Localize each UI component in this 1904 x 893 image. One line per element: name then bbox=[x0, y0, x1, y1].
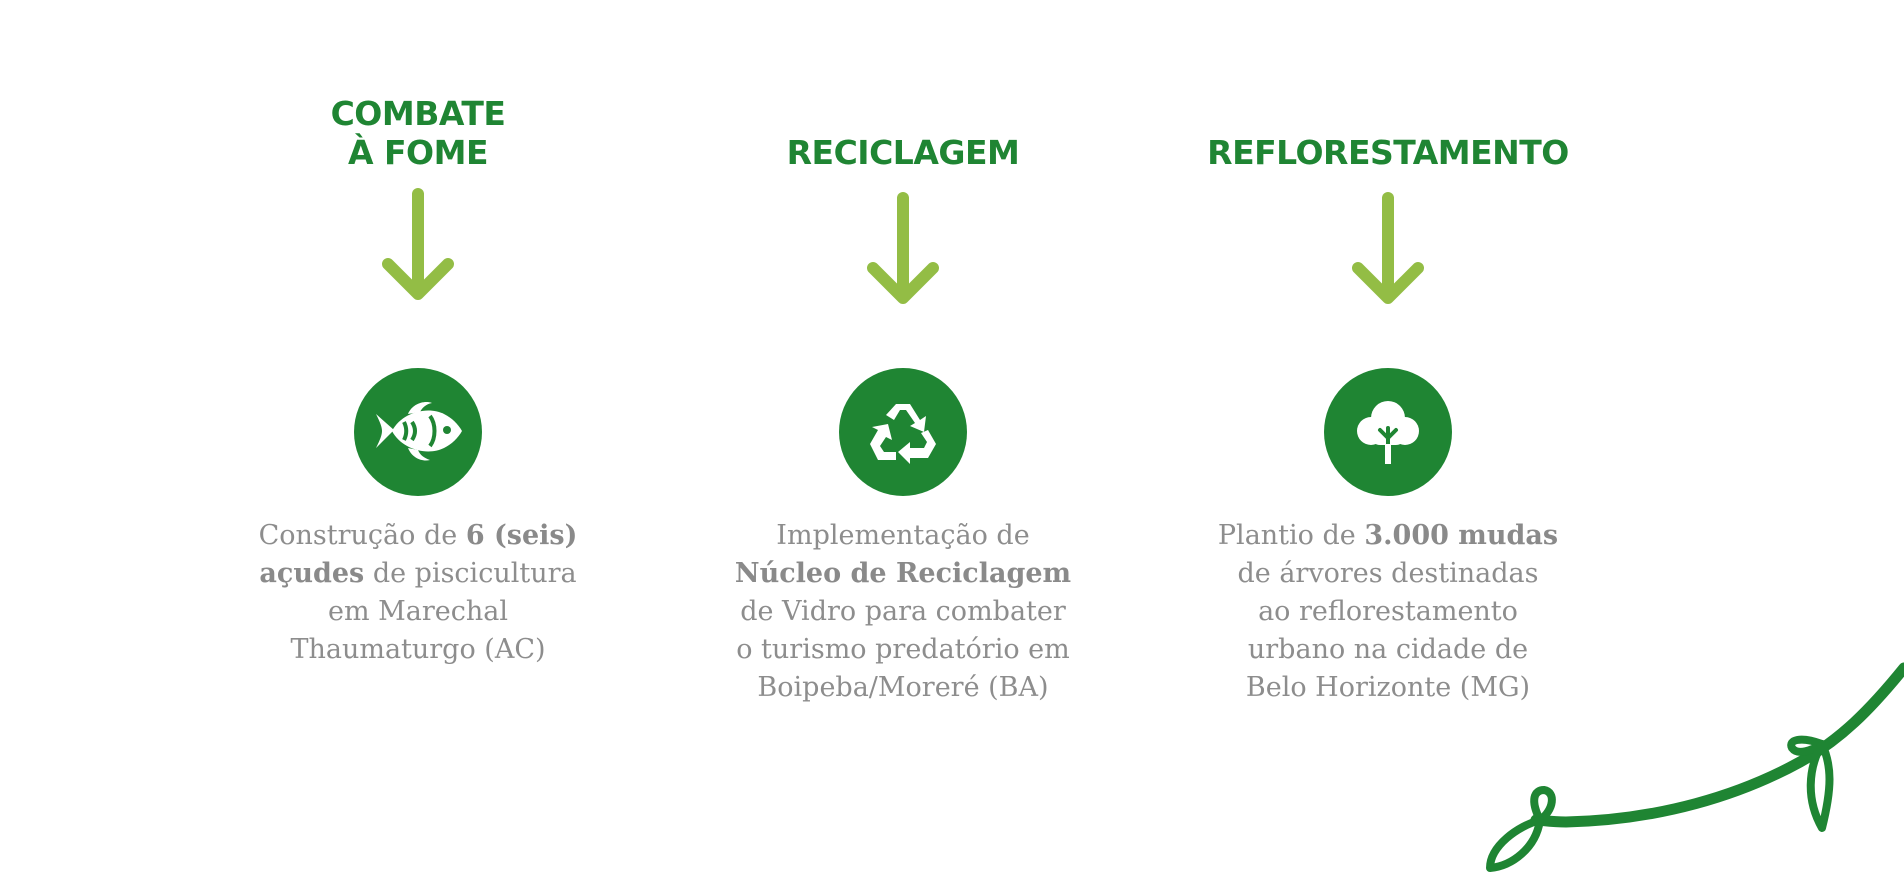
desc-text: de árvores destinadas bbox=[1237, 558, 1539, 589]
decorative-vine bbox=[1486, 662, 1904, 872]
icon-badge bbox=[1324, 368, 1452, 496]
column-title: REFLORESTAMENTO bbox=[1148, 133, 1628, 172]
desc-text: Implementação de bbox=[776, 520, 1030, 551]
desc-text: o turismo predatório em bbox=[736, 634, 1070, 665]
arrow-down-icon bbox=[867, 192, 939, 304]
column-title-line: COMBATE bbox=[330, 94, 506, 133]
column-description: Implementação de Núcleo de Reciclagem de… bbox=[663, 517, 1143, 707]
desc-text: Thaumaturgo (AC) bbox=[290, 634, 546, 665]
desc-text: Boipeba/Moreré (BA) bbox=[757, 672, 1049, 703]
column-reflorestamento: REFLORESTAMENTO Plantio de 3.000 mudas d… bbox=[1148, 0, 1628, 893]
column-title-line: REFLORESTAMENTO bbox=[1207, 133, 1569, 172]
desc-text: Belo Horizonte (MG) bbox=[1245, 672, 1531, 703]
desc-highlight: Núcleo de Reciclagem bbox=[734, 558, 1072, 589]
column-title: RECICLAGEM bbox=[663, 133, 1143, 172]
column-title-line: À FOME bbox=[347, 133, 489, 172]
desc-highlight: açudes bbox=[259, 558, 365, 589]
recycle-icon bbox=[870, 404, 936, 464]
desc-text: ao reflorestamento bbox=[1258, 596, 1518, 627]
tree-icon bbox=[1357, 401, 1419, 464]
column-reciclagem: RECICLAGEM Implementação de Núcleo de Re… bbox=[663, 0, 1143, 893]
column-description: Construção de 6 (seis) açudes de piscicu… bbox=[178, 517, 658, 669]
arrow-down-icon bbox=[1352, 192, 1424, 304]
column-combate-a-fome: COMBATE À FOME Construção de 6 (seis) aç… bbox=[178, 0, 658, 893]
arrow-down-icon bbox=[382, 188, 454, 300]
column-title-line: RECICLAGEM bbox=[786, 133, 1020, 172]
desc-highlight: 6 (seis) bbox=[465, 520, 578, 551]
column-title: COMBATE À FOME bbox=[178, 94, 658, 172]
column-description: Plantio de 3.000 mudas de árvores destin… bbox=[1148, 517, 1628, 707]
desc-text: de Vidro para combater bbox=[740, 596, 1066, 627]
desc-text: Plantio de bbox=[1217, 520, 1365, 551]
fish-icon bbox=[376, 402, 462, 461]
desc-text: de piscicultura bbox=[364, 558, 577, 589]
icon-badge bbox=[839, 368, 967, 496]
desc-text: Construção de bbox=[258, 520, 466, 551]
icon-badge bbox=[354, 368, 482, 496]
desc-highlight: 3.000 mudas bbox=[1364, 520, 1559, 551]
desc-text: urbano na cidade de bbox=[1247, 634, 1529, 665]
desc-text: em Marechal bbox=[327, 596, 509, 627]
